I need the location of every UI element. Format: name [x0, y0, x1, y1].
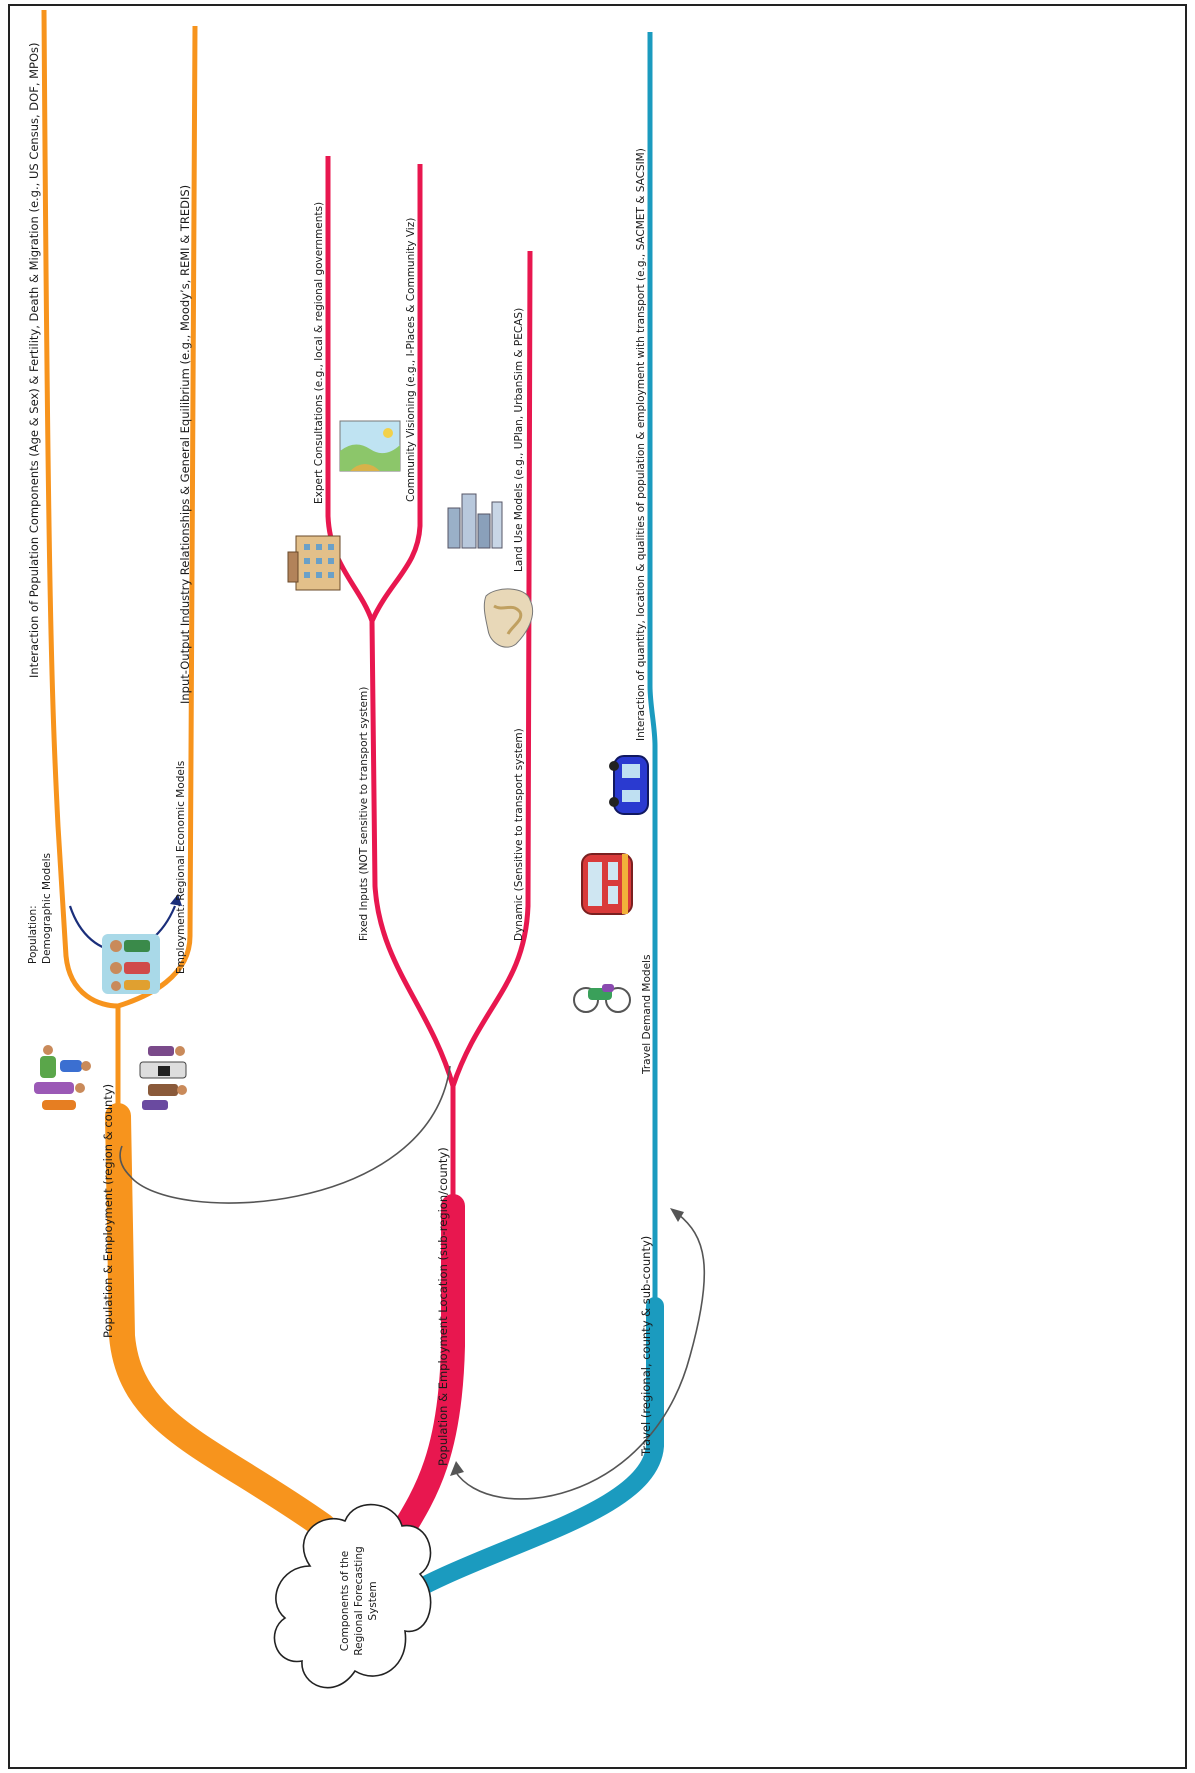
car-icon — [609, 755, 649, 815]
label-travel: Travel (regional, county & sub-county) — [639, 1236, 653, 1457]
orange-trunk — [105, 1103, 336, 1539]
center-label-line3: System — [367, 1581, 379, 1620]
orange-emp-split — [117, 25, 198, 1009]
arrowhead-travel — [670, 1208, 684, 1222]
city-skyline-icon — [447, 493, 503, 549]
arrowhead-economic — [170, 894, 182, 906]
red-fixed — [369, 620, 456, 1087]
branch-population-employment — [41, 9, 336, 1539]
map-icon — [483, 588, 534, 648]
landscape-icon — [339, 420, 401, 472]
center-cloud-shape — [273, 1503, 432, 1689]
label-population-demographic-line2: Demographic Models — [41, 853, 53, 964]
center-label-line1: Components of the — [339, 1551, 351, 1651]
center-node: Components of the Regional Forecasting S… — [273, 1503, 432, 1689]
arrowhead-location — [450, 1461, 464, 1476]
label-population-demographic-line1: Population: — [27, 905, 39, 964]
diagram-frame: Components of the Regional Forecasting S… — [8, 4, 1187, 1769]
leaf-population-components: Interaction of Population Components (Ag… — [27, 42, 41, 678]
label-fixed-inputs: Fixed Inputs (NOT sensitive to transport… — [358, 687, 370, 941]
building-icon — [287, 535, 341, 591]
red-expert — [325, 156, 375, 622]
blue-stem — [647, 32, 658, 1316]
meeting-people-icon — [102, 934, 160, 994]
label-population-employment: Population & Employment (region & county… — [101, 1084, 115, 1338]
leaf-travel-interaction: Interaction of quantity, location & qual… — [635, 148, 647, 741]
feedback-arrow-location-pe — [119, 1065, 451, 1204]
red-dynamic — [450, 250, 533, 1087]
bus-icon — [581, 853, 633, 915]
center-label-line2: Regional Forecasting — [353, 1546, 365, 1655]
label-employment-economic: Employment: Regional Economic Models — [175, 761, 187, 974]
leaf-input-output: Input-Output Industry Relationships & Ge… — [178, 185, 192, 704]
branch-travel — [379, 32, 664, 1615]
workers-icon — [139, 1046, 187, 1110]
blue-trunk — [379, 1297, 664, 1615]
orange-pop-split — [41, 9, 119, 1009]
people-walking-icon — [34, 1045, 91, 1110]
mind-map-diagram: Components of the Regional Forecasting S… — [27, 9, 706, 1689]
bicycle-icon — [573, 984, 631, 1013]
leaf-community-visioning: Community Visioning (e.g., I-Places & Co… — [405, 218, 417, 502]
label-dynamic: Dynamic (Sensitive to transport system) — [513, 728, 525, 941]
leaf-expert-consultations: Expert Consultations (e.g., local & regi… — [313, 202, 325, 504]
label-location: Population & Employment Location (sub-re… — [436, 1147, 450, 1466]
red-visioning — [369, 164, 423, 623]
feedback-arrow-travel-location — [454, 1213, 706, 1500]
leaf-land-use-models: Land Use Models (e.g., UPlan, UrbanSim &… — [513, 308, 525, 572]
label-travel-demand-models: Travel Demand Models — [641, 955, 653, 1075]
